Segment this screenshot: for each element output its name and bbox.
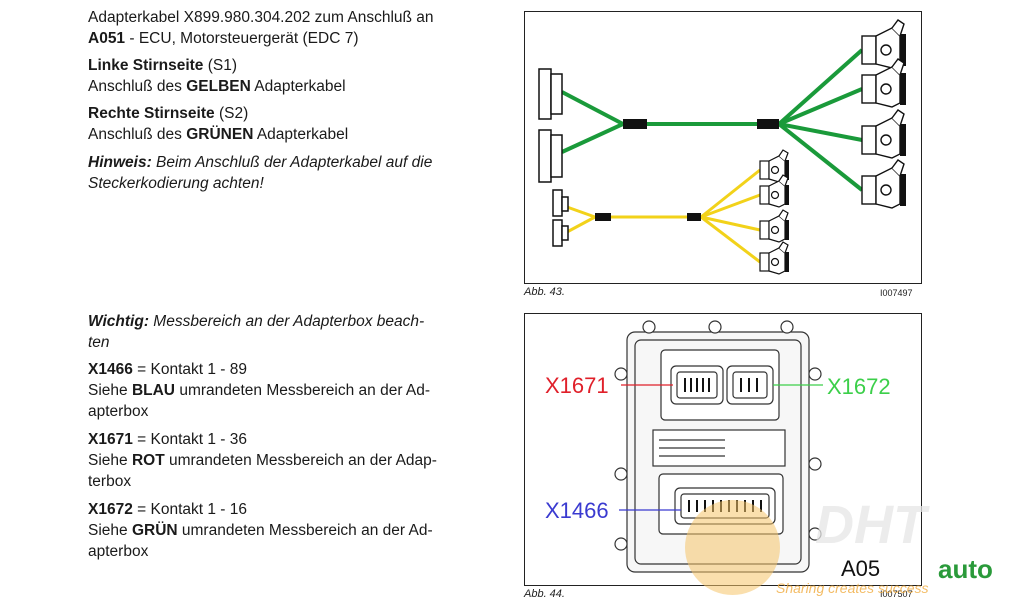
yellow-wire (700, 168, 761, 219)
label-a05: A05 (841, 556, 880, 581)
connector-x1672-pins (732, 371, 768, 399)
right-face-heading: Rechte Stirnseite (S2) (88, 105, 249, 122)
green-wire (778, 87, 863, 126)
mount-hole (614, 367, 628, 381)
connector-plug (759, 209, 790, 243)
adapter-cable-line: Adapterkabel X899.980.304.202 zum Anschl… (88, 9, 434, 26)
instructions-section-1: Adapterkabel X899.980.304.202 zum Anschl… (88, 7, 485, 194)
x1671-text-2: terbox (88, 473, 132, 490)
connector-plug (550, 134, 563, 178)
connector-plug (538, 129, 552, 183)
instructions-section-2: Wichtig: Messbereich an der Adapterbox b… (88, 311, 485, 562)
x1466-heading: X1466 = Kontakt 1 - 89 (88, 361, 247, 378)
x1672-heading: X1672 = Kontakt 1 - 16 (88, 501, 247, 518)
figure-43-id: I007497 (880, 288, 913, 298)
green-wire (561, 90, 624, 126)
green-wire (561, 122, 624, 154)
connector-x1671-pins (676, 371, 718, 399)
important-line: Wichtig: Messbereich an der Adapterbox b… (88, 313, 425, 330)
cable-sleeve (623, 119, 647, 129)
connector-plug (550, 73, 563, 115)
yellow-wire (700, 193, 761, 219)
yellow-cable (552, 168, 761, 264)
label-x1672: X1672 (827, 374, 891, 399)
green-wire (777, 122, 864, 192)
green-wire (778, 122, 863, 142)
x1672-text-2: apterbox (88, 543, 149, 560)
x1672-text: Siehe GRÜN umrandeten Messbereich an der… (88, 522, 433, 539)
connector-plug (552, 219, 563, 247)
connector-plug (861, 109, 907, 159)
figure-44-caption: Abb. 44. (524, 588, 565, 600)
connector-plug (759, 241, 790, 275)
mount-hole (708, 320, 722, 334)
label-x1671: X1671 (545, 373, 609, 398)
x1671-heading: X1671 = Kontakt 1 - 36 (88, 431, 247, 448)
label-x1466: X1466 (545, 498, 609, 523)
yellow-wire (700, 215, 761, 232)
yellow-wire (700, 215, 761, 264)
note-line: Hinweis: Beim Anschluß der Adapterkabel … (88, 154, 433, 171)
important-line-2: ten (88, 334, 110, 351)
left-face-text: Anschluß des GELBEN Adapterkabel (88, 78, 346, 95)
mount-hole (780, 320, 794, 334)
mount-hole (614, 467, 628, 481)
mount-hole (808, 527, 822, 541)
figure-44-id: I007507 (880, 589, 913, 599)
x1466-text-2: apterbox (88, 403, 149, 420)
connector-plug (561, 225, 569, 241)
green-cable (538, 48, 864, 192)
cable-sleeve (595, 213, 611, 221)
cable-sleeve (757, 119, 779, 129)
mount-hole (614, 537, 628, 551)
watermark-auto: auto (938, 554, 993, 584)
figure-ecu: X1671 X1672 X1466 A05 (524, 313, 922, 586)
connector-plug (561, 196, 569, 212)
x1671-text: Siehe ROT umrandeten Messbereich an der … (88, 452, 437, 469)
cable-sleeve (687, 213, 701, 221)
figure-adapter-cables (524, 11, 922, 284)
green-wire (777, 48, 864, 126)
adapter-cable-diagram (538, 19, 907, 275)
connector-plug (552, 189, 563, 217)
x1466-text: Siehe BLAU umrandeten Messbereich an der… (88, 382, 431, 399)
connector-plug (861, 159, 907, 209)
ecu-line: A051 - ECU, Motorsteuergerät (EDC 7) (88, 30, 359, 47)
note-line-2: Steckerkodierung achten! (88, 175, 264, 192)
figure-43-caption: Abb. 43. (524, 286, 565, 298)
mount-hole (642, 320, 656, 334)
mount-hole (808, 367, 822, 381)
ecu-drawing: X1671 X1672 X1466 A05 (545, 320, 891, 581)
right-face-text: Anschluß des GRÜNEN Adapterkabel (88, 126, 349, 143)
left-face-heading: Linke Stirnseite (S1) (88, 57, 238, 74)
yellow-wire (566, 205, 596, 219)
connector-plug (538, 68, 552, 120)
mount-hole (808, 457, 822, 471)
yellow-wire (566, 215, 596, 234)
